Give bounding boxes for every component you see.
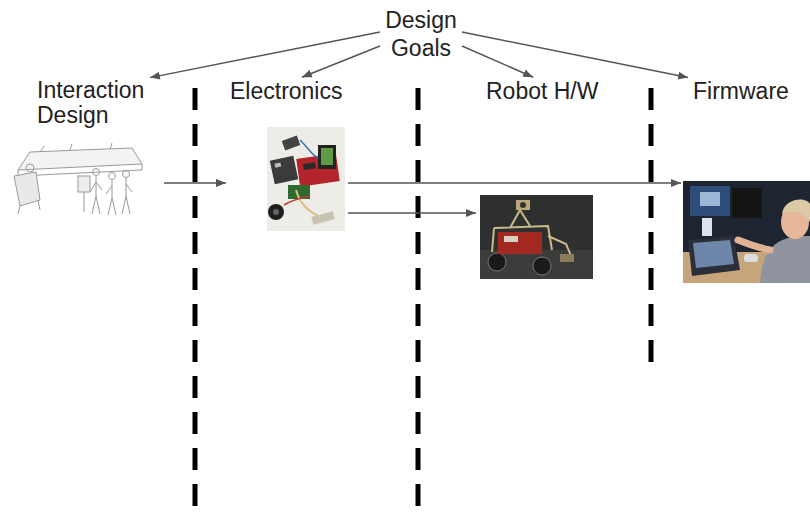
firmware-photo-part bbox=[690, 186, 730, 216]
sketch-illustration-part bbox=[122, 178, 132, 214]
column-heading: Design Goals bbox=[381, 6, 461, 62]
column-heading: Electronics bbox=[230, 78, 342, 105]
firmware-photo-part bbox=[760, 236, 810, 283]
firmware-photo-part bbox=[782, 199, 810, 222]
column-heading: Robot H/W bbox=[486, 78, 598, 105]
column-heading: Firmware bbox=[693, 78, 789, 105]
electronics-photo-part bbox=[284, 196, 310, 205]
sketch-illustration-part bbox=[18, 148, 142, 170]
goal-node: Design Goals bbox=[380, 6, 462, 64]
sketch-illustration-part bbox=[40, 146, 44, 152]
robot-photo-part bbox=[492, 200, 552, 252]
electronics-photo-part bbox=[273, 209, 279, 215]
sketch-illustration-part bbox=[106, 180, 116, 215]
connector-arrow bbox=[150, 32, 380, 78]
electronics-photo-part bbox=[300, 140, 318, 158]
firmware-photo-part bbox=[688, 236, 740, 276]
electronics-photo bbox=[267, 127, 345, 231]
column-divider-part bbox=[193, 88, 198, 512]
electronics-photo-part bbox=[321, 148, 333, 165]
robot-photo-part bbox=[498, 232, 542, 254]
sketch-illustration-part bbox=[26, 164, 34, 172]
column-divider-part bbox=[649, 88, 654, 376]
column-divider-part bbox=[416, 88, 421, 512]
firmware-photo-part bbox=[732, 188, 762, 218]
robot-photo-part bbox=[533, 257, 551, 275]
column-node: Electronics bbox=[228, 78, 348, 233]
connector-arrow bbox=[302, 46, 380, 77]
electronics-photo-part bbox=[318, 145, 336, 169]
electronics-photo-part bbox=[282, 136, 300, 151]
sketch-illustration bbox=[10, 140, 145, 217]
sketch-illustration-part bbox=[10, 140, 145, 217]
connector-arrow bbox=[348, 212, 476, 214]
sketch-illustration-part bbox=[78, 176, 90, 192]
connector-arrow bbox=[164, 182, 226, 184]
robot-photo-part bbox=[520, 202, 526, 208]
firmware-photo-part bbox=[693, 240, 734, 268]
electronics-photo-part bbox=[268, 204, 284, 220]
robot-photo bbox=[480, 195, 593, 279]
connector-arrow bbox=[462, 32, 688, 78]
column-heading: Interaction Design bbox=[37, 78, 162, 128]
electronics-photo-part bbox=[311, 211, 334, 224]
electronics-photo-part bbox=[270, 156, 298, 184]
robot-photo-part bbox=[560, 254, 574, 262]
firmware-photo-part bbox=[683, 181, 810, 283]
connector-arrow bbox=[462, 46, 533, 77]
robot-photo-part bbox=[504, 236, 518, 242]
column-node: Interaction Design bbox=[10, 78, 164, 218]
sketch-illustration-part bbox=[90, 176, 102, 214]
robot-photo-part bbox=[516, 200, 530, 210]
firmware-photo-part bbox=[702, 218, 712, 236]
sketch-illustration-part bbox=[18, 200, 40, 214]
sketch-illustration-part bbox=[84, 192, 85, 212]
sketch-illustration-part bbox=[93, 169, 100, 176]
firmware-photo bbox=[683, 181, 810, 283]
sketch-illustration-part bbox=[109, 173, 116, 180]
sketch-illustration-part bbox=[110, 143, 112, 149]
connector-arrow bbox=[348, 182, 681, 184]
sketch-illustration-part bbox=[14, 172, 40, 206]
firmware-photo-part bbox=[744, 254, 758, 262]
column-node: Firmware bbox=[683, 78, 808, 284]
robot-photo-part bbox=[480, 195, 593, 279]
electronics-photo-part bbox=[275, 163, 282, 168]
electronics-photo-part bbox=[303, 162, 316, 170]
firmware-photo-part bbox=[738, 240, 770, 250]
electronics-photo-part bbox=[267, 127, 345, 231]
column-divider bbox=[195, 88, 651, 512]
sketch-illustration-part bbox=[123, 171, 130, 178]
sketch-illustration-part bbox=[70, 144, 72, 150]
column-node: Robot H/W bbox=[478, 78, 618, 281]
firmware-photo-part bbox=[700, 192, 720, 206]
robot-photo-part bbox=[488, 253, 506, 271]
robot-photo-part bbox=[480, 250, 593, 279]
